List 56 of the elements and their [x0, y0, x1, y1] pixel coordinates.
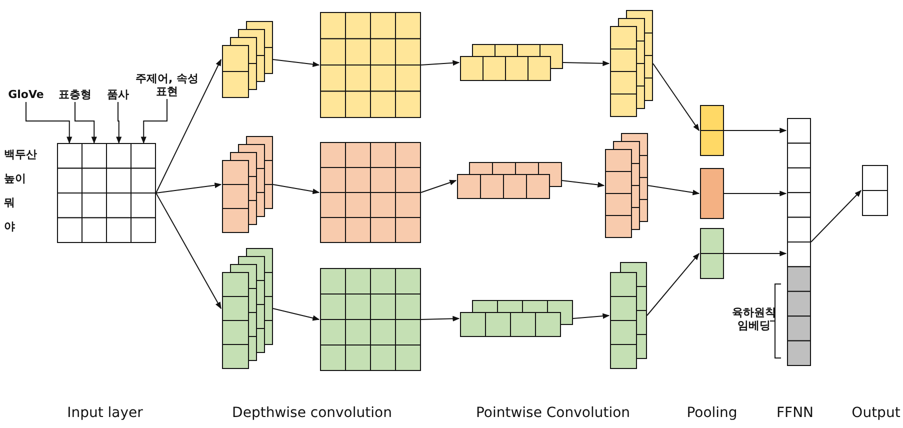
feature-label: 품사 — [100, 88, 136, 101]
arrow — [562, 180, 605, 188]
stacked-feature-maps — [460, 300, 573, 337]
arrow — [724, 250, 787, 256]
stacked-feature-maps — [610, 10, 653, 117]
stacked-feature-maps — [222, 136, 273, 233]
column-title: Pooling — [686, 405, 738, 421]
vector-column — [862, 165, 888, 216]
arrow — [26, 102, 72, 144]
arrow — [156, 58, 222, 194]
matrix-grid — [57, 143, 156, 243]
column-title: Pointwise Convolution — [476, 405, 630, 421]
arrow — [420, 316, 460, 322]
token-label: 백두산 — [4, 148, 37, 161]
arrow — [562, 60, 610, 66]
stacked-feature-maps — [610, 262, 647, 369]
arrow — [272, 308, 320, 321]
arrow — [140, 98, 168, 144]
feature-label: 표층형 — [52, 88, 98, 101]
arrow — [116, 102, 122, 144]
arrow — [724, 190, 787, 196]
column-title: Depthwise convolution — [232, 405, 392, 421]
matrix-grid — [320, 142, 421, 243]
vector-column — [700, 168, 724, 219]
arrow — [648, 185, 700, 196]
arrow — [420, 60, 460, 66]
annotation-label: 육하원칙 임베딩 — [732, 306, 776, 332]
arrow — [646, 252, 700, 316]
arrow — [810, 190, 862, 242]
stacked-feature-maps — [222, 248, 273, 369]
token-label: 높이 — [4, 172, 26, 185]
matrix-grid — [320, 268, 421, 371]
column-title: Input layer — [67, 405, 143, 421]
column-title: Output — [852, 405, 900, 421]
arrow — [724, 128, 787, 134]
vector-column — [700, 228, 724, 279]
arrow — [156, 182, 222, 194]
token-label: 야 — [4, 220, 15, 233]
arrow — [572, 313, 610, 319]
arrow — [272, 184, 320, 194]
arrow — [156, 192, 222, 310]
token-label: 뭐 — [4, 196, 15, 209]
feature-label: 주제어, 속성 표현 — [134, 72, 200, 98]
vector-column — [700, 105, 724, 156]
stacked-feature-maps — [222, 21, 273, 98]
matrix-grid — [320, 12, 421, 118]
arrow — [272, 59, 320, 68]
stacked-feature-maps — [457, 162, 562, 199]
feature-label: GloVe — [4, 88, 48, 101]
column-title: FFNN — [776, 405, 814, 421]
arrow — [652, 63, 700, 132]
stacked-feature-maps — [605, 133, 648, 238]
vector-column — [787, 118, 811, 366]
arrow — [74, 102, 97, 144]
stacked-feature-maps — [460, 44, 563, 81]
arrow — [420, 180, 457, 193]
